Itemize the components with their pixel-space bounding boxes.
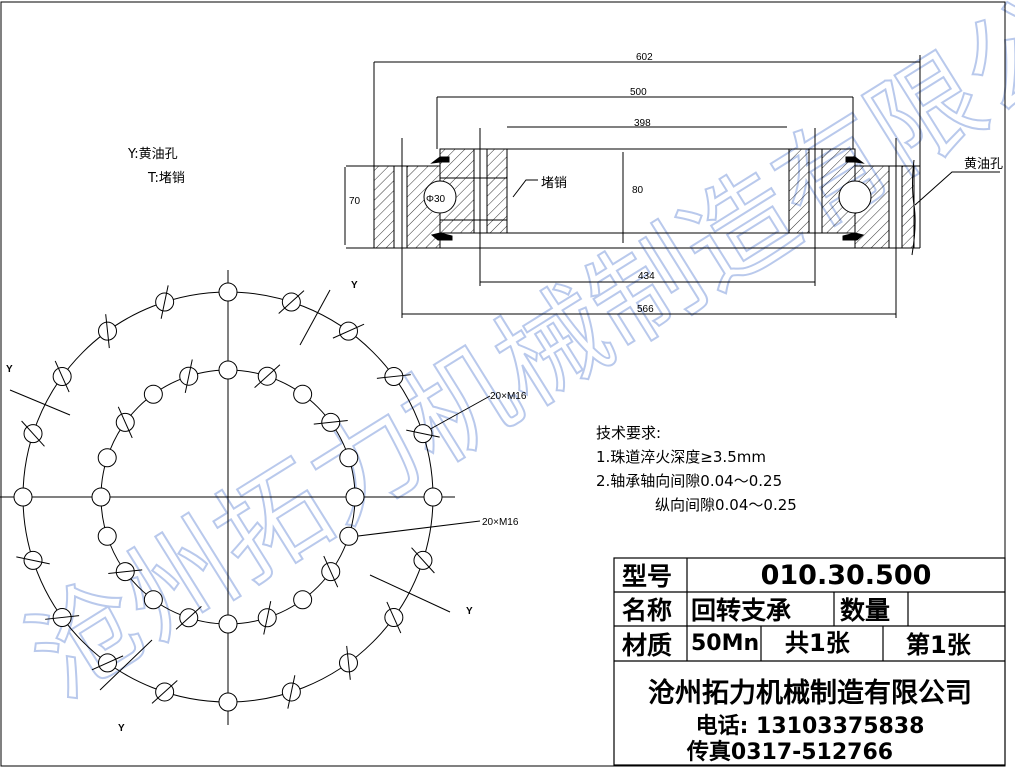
inner-bolt-hole xyxy=(339,526,359,546)
model-label: 型号 xyxy=(622,562,672,591)
outer-bolt-hole xyxy=(218,692,238,712)
hole-mark-line xyxy=(160,285,169,319)
note-line-1: 1.珠道淬火深度≥3.5mm xyxy=(596,448,766,466)
inner-bolt-hole xyxy=(91,487,111,507)
outer-bolt-hole xyxy=(218,282,238,302)
y-mark-right: Y xyxy=(466,606,473,617)
plan-view xyxy=(0,270,491,725)
inner-bolt-hole xyxy=(143,590,163,610)
outer-hole-label: 20×M16 xyxy=(490,391,527,402)
dim-398: 398 xyxy=(634,118,651,129)
hole-mark-line xyxy=(175,605,202,630)
sheet-number: 第1张 xyxy=(906,631,972,659)
y-mark-left: Y xyxy=(6,364,13,375)
hole-mark-line xyxy=(184,359,193,394)
hole-mark-line xyxy=(91,655,124,671)
model-value: 010.30.500 xyxy=(761,560,932,591)
note-line-3: 纵向间隙0.04～0.25 xyxy=(655,496,797,514)
hole-mark-line xyxy=(254,364,281,389)
inner-bolt-hole xyxy=(143,384,163,404)
quantity-label: 数量 xyxy=(840,596,890,625)
phone-number: 电话: 13103375838 xyxy=(696,714,925,739)
hole-mark-line xyxy=(411,547,435,574)
plug-pin-label: 堵销 xyxy=(541,176,567,191)
hole-mark-line xyxy=(376,374,411,379)
hole-mark-line xyxy=(108,569,143,574)
hole-mark-line xyxy=(386,601,402,634)
dim-70: 70 xyxy=(349,196,361,207)
inner-bolt-hole xyxy=(218,360,238,380)
inner-bolt-hole xyxy=(339,448,359,468)
hole-mark-line xyxy=(21,420,45,447)
name-label: 名称 xyxy=(622,596,672,625)
hole-mark-line xyxy=(313,420,348,425)
hole-mark-line xyxy=(45,615,80,620)
y-mark-section: Y xyxy=(351,280,358,291)
inner-hole-label: 20×M16 xyxy=(482,517,519,528)
ball-diameter-label: Φ30 xyxy=(426,194,446,205)
hole-mark-line xyxy=(323,555,339,588)
material-label: 材质 xyxy=(622,631,672,660)
fax-number: 传真0317-512766 xyxy=(686,739,893,765)
dim-602: 602 xyxy=(636,52,653,63)
hole-mark-line xyxy=(278,290,305,314)
hole-mark-line xyxy=(151,680,178,704)
title-block xyxy=(613,557,1006,766)
hole-mark-line xyxy=(332,323,365,339)
inner-bolt-hole xyxy=(345,487,365,507)
hole-mark-line xyxy=(16,556,50,565)
outer-bolt-hole xyxy=(423,487,443,507)
legend-y: Y:黄油孔 xyxy=(127,147,178,162)
dim-500: 500 xyxy=(630,87,647,98)
hole-mark-line xyxy=(105,314,110,349)
note-line-2: 2.轴承轴向间隙0.04～0.25 xyxy=(596,472,782,490)
hole-mark-line xyxy=(263,600,272,635)
name-value: 回转支承 xyxy=(691,596,791,625)
outer-bolt-hole xyxy=(13,487,33,507)
notes-title: 技术要求: xyxy=(596,424,661,442)
y-mark-bottom: Y xyxy=(118,723,125,734)
inner-bolt-hole xyxy=(97,526,117,546)
legend-t: T:堵销 xyxy=(147,171,185,186)
material-value: 50Mn xyxy=(691,631,759,656)
company-name: 沧州拓力机械制造有限公司 xyxy=(648,677,972,709)
hole-mark-line xyxy=(117,406,133,439)
hole-mark-line xyxy=(406,429,440,438)
dim-566: 566 xyxy=(637,304,654,315)
grease-hole-label: 黄油孔 xyxy=(964,157,1003,172)
inner-bolt-hole xyxy=(218,614,238,634)
inner-bolt-hole xyxy=(97,448,117,468)
hole-mark-line xyxy=(54,360,70,393)
inner-bolt-hole xyxy=(293,590,313,610)
sheets-total: 共1张 xyxy=(785,629,851,657)
dim-434: 434 xyxy=(638,271,655,282)
hole-mark-line xyxy=(287,675,296,709)
hole-mark-line xyxy=(346,645,351,680)
dim-80: 80 xyxy=(632,185,644,196)
inner-bolt-hole xyxy=(293,384,313,404)
section-view xyxy=(344,55,1000,318)
